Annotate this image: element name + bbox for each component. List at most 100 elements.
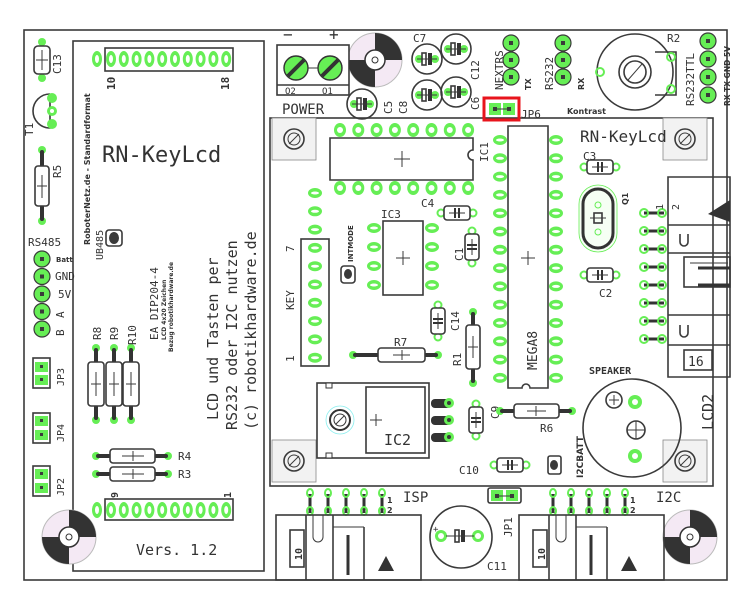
ceramic-capacitors	[430, 159, 621, 473]
pad-hole	[410, 185, 417, 191]
solder-pad	[360, 488, 368, 498]
svg-text:+: +	[329, 25, 339, 44]
svg-text:MEGA8: MEGA8	[526, 331, 541, 370]
svg-text:C6: C6	[469, 97, 482, 110]
screw-circle	[674, 128, 696, 150]
side-text: RoboterNetz.de - Standardformat	[83, 93, 92, 245]
pad-hole	[465, 127, 472, 133]
solder-pad	[549, 488, 557, 498]
isp-connector[interactable]: 10 1 2 ISP	[275, 490, 428, 581]
solder-pad	[639, 280, 649, 290]
pad-hole	[160, 506, 165, 514]
pad-hole	[552, 358, 560, 362]
jumper-i2cbatt[interactable]: I2CBATT	[547, 435, 586, 478]
solder-pad	[342, 488, 350, 498]
key-connector[interactable]: 7 KEY 1	[284, 188, 330, 367]
pad-hole	[465, 185, 472, 191]
solder-pad	[567, 488, 575, 498]
pad-hole	[147, 55, 152, 63]
ic3: IC3	[367, 208, 439, 296]
svg-text:IC2: IC2	[384, 431, 411, 449]
pad-hole	[446, 185, 453, 191]
i2c-connector[interactable]: 10 1 2 I2C	[518, 490, 681, 581]
svg-text:1: 1	[284, 355, 297, 362]
lcd-header-bottom-left: 9	[110, 492, 121, 498]
svg-text:−: −	[283, 25, 293, 44]
lcd-area-outline	[72, 40, 265, 572]
pad-hole	[109, 55, 113, 63]
svg-text:C10: C10	[459, 464, 479, 477]
kontrast-label: Kontrast	[567, 107, 606, 116]
svg-text:R7: R7	[394, 336, 407, 349]
solder-pad	[657, 262, 667, 272]
svg-text:O1: O1	[322, 87, 333, 97]
svg-text:R5: R5	[51, 165, 64, 178]
capacitor-c11: + C11	[429, 505, 507, 573]
screw-slot	[288, 133, 300, 145]
svg-text:GND: GND	[55, 270, 75, 283]
pad-hole	[391, 127, 398, 133]
jumper-ub485[interactable]: UB485	[95, 229, 123, 260]
svg-text:C12: C12	[469, 60, 482, 80]
svg-text:R6: R6	[540, 422, 553, 435]
lcd2-connector[interactable]: 16 1 2 LCD2	[639, 176, 731, 430]
svg-text:1: 1	[387, 496, 393, 505]
pad-hole	[496, 248, 504, 252]
jumper-jp2[interactable]: JP2	[32, 465, 67, 497]
serial-headers	[502, 32, 717, 104]
version-label: Vers. 1.2	[136, 541, 217, 559]
svg-text:RS232: RS232	[543, 57, 556, 90]
pad-hole	[185, 55, 190, 63]
jumper-intmode[interactable]: INTMODE	[340, 225, 356, 284]
svg-text:R2: R2	[667, 32, 680, 45]
pad-hole	[428, 245, 436, 249]
pin-hole	[509, 41, 513, 45]
pad-hole	[311, 301, 319, 305]
pad-hole	[134, 506, 139, 514]
pad-hole	[198, 506, 203, 514]
svg-text:C8: C8	[397, 101, 410, 114]
svg-text:C2: C2	[599, 287, 612, 300]
solder-pad	[657, 316, 667, 326]
svg-text:NEXTRS: NEXTRS	[493, 50, 506, 90]
svg-text:JP1: JP1	[502, 517, 515, 537]
svg-text:A: A	[54, 311, 67, 318]
capacitor-outline	[440, 76, 472, 108]
svg-text:R1: R1	[451, 353, 464, 366]
pad-hole	[496, 156, 504, 160]
jumper-jp4[interactable]: JP4	[32, 412, 67, 444]
pad-hole	[373, 127, 380, 133]
jumper-jp3[interactable]: JP3	[32, 357, 67, 389]
pin-hole	[706, 57, 710, 61]
svg-text:1: 1	[630, 496, 636, 505]
pad-hole	[496, 266, 504, 270]
pad-hole	[552, 303, 560, 307]
svg-text:TX: TX	[524, 78, 533, 90]
svg-text:C14: C14	[449, 311, 462, 331]
solder-pad	[603, 488, 611, 498]
resistor-r5: R5	[34, 146, 64, 225]
jumper-jp1[interactable]: JP1	[487, 487, 522, 537]
svg-text:C1: C1	[453, 248, 466, 261]
solder-pad	[639, 262, 649, 272]
capacitors-top	[346, 33, 472, 120]
pad-hole	[311, 356, 319, 360]
potentiometer-r2[interactable]: R2 Kontrast	[567, 32, 680, 116]
pad-hole	[311, 209, 319, 213]
pin-hole	[706, 39, 710, 43]
resistor-r1: R1	[451, 308, 481, 387]
rs485-connector	[33, 250, 51, 338]
pad-hole	[160, 55, 165, 63]
jumper-jp6[interactable]: JP6	[482, 96, 541, 122]
pad-hole	[496, 193, 504, 197]
screw-pads	[271, 117, 708, 483]
pad-hole	[173, 506, 177, 514]
pad-hole	[428, 185, 435, 191]
pad-hole	[355, 127, 362, 133]
pad-hole	[428, 283, 436, 287]
power-terminal[interactable]: − + O2 O1 POWER	[276, 25, 350, 118]
solder-pad	[639, 316, 649, 326]
svg-text:+: +	[433, 525, 439, 535]
pin-hole	[706, 75, 710, 79]
svg-text:Batt: Batt	[56, 256, 73, 264]
